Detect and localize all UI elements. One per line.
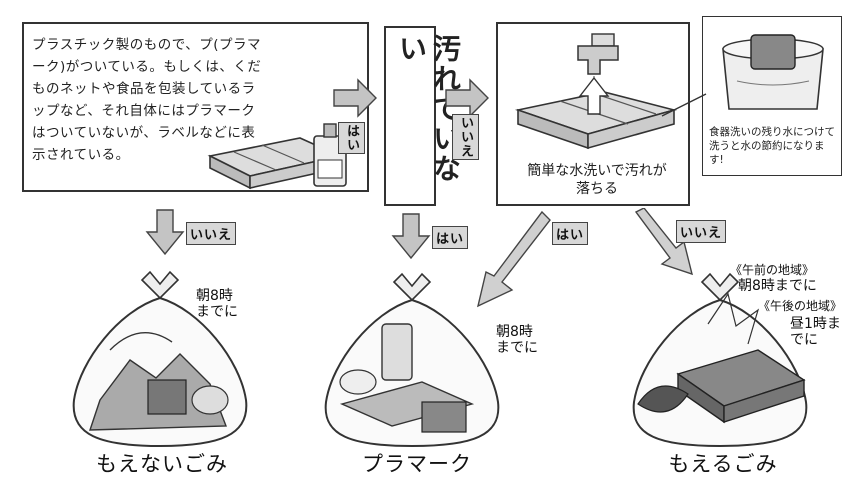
callout-line [661, 93, 707, 117]
am-collection-time: 朝8時までに [738, 278, 817, 294]
bag-label-burnable: もえるごみ [668, 452, 778, 476]
right-arrow-icon [333, 78, 377, 118]
condition-box: 汚れていない [384, 26, 462, 206]
intro-box: プラスチック製のもので、プ(プラマーク)がついている。もしくは、くだものネットや… [22, 22, 369, 192]
no-label: いいえ [186, 222, 237, 245]
tip-box: 食器洗いの残り水につけて洗うと水の節約になります! [702, 16, 842, 176]
pm-collection-time: 昼1時までに [790, 316, 841, 348]
garbage-bag-burnable-illustration [632, 272, 808, 448]
garbage-bag-plastic-illustration [324, 272, 500, 448]
plastic-tray-bottle-illustration [207, 123, 347, 190]
diagonal-down-left-arrow-icon [476, 210, 551, 308]
down-arrow-icon [391, 213, 431, 260]
down-arrow-icon [145, 209, 185, 256]
diagonal-down-right-arrow-icon [634, 208, 693, 276]
yes-label: はい [432, 226, 469, 249]
bag-label-plastic: プラマーク [362, 452, 472, 476]
faucet-washing-tray-illustration [514, 33, 678, 150]
no-label: いいえ [452, 114, 479, 160]
pm-area-label: 《午後の地域》 [758, 299, 843, 313]
collection-time: 朝8時までに [196, 288, 238, 320]
yes-label: はい [338, 122, 365, 154]
condition-text: 汚れていない [395, 34, 462, 184]
soaking-container-illustration [722, 34, 824, 110]
wash-caption: 簡単な水洗いで汚れが落ちる [527, 163, 667, 197]
collection-time: 朝8時までに [496, 324, 538, 356]
tip-text: 食器洗いの残り水につけて洗うと水の節約になります! [709, 126, 835, 166]
yes-label: はい [552, 222, 589, 245]
bag-label-nonburnable: もえないごみ [96, 452, 228, 476]
garbage-bag-nonburnable-illustration [72, 270, 248, 448]
wash-box: 簡単な水洗いで汚れが落ちる [496, 22, 690, 206]
no-label: いいえ [676, 220, 727, 243]
am-area-label: 《午前の地域》 [730, 263, 815, 277]
intro-text: プラスチック製のもので、プ(プラマーク)がついている。もしくは、くだものネットや… [32, 37, 262, 163]
right-arrow-icon [445, 78, 489, 118]
